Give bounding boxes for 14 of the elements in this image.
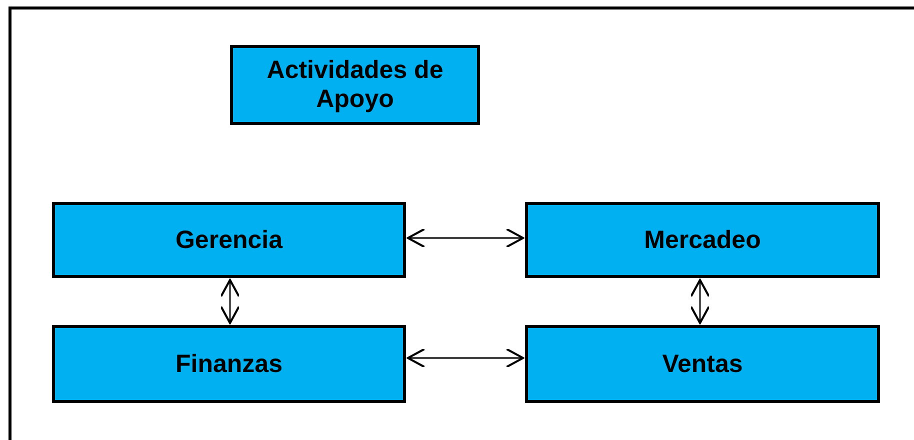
box-label: Ventas	[662, 350, 743, 378]
double-arrow	[406, 348, 524, 368]
process-box	[52, 325, 406, 403]
box-label: Gerencia	[175, 226, 282, 254]
double-arrow	[690, 278, 710, 324]
box-label: Finanzas	[176, 350, 282, 378]
box-label: Actividades de Apoyo	[266, 56, 444, 114]
double-arrow	[406, 228, 524, 248]
process-box	[525, 325, 880, 403]
process-box	[525, 202, 880, 278]
process-box	[52, 202, 406, 278]
double-arrow	[220, 278, 240, 324]
box-label: Mercadeo	[644, 226, 761, 254]
process-box	[230, 45, 480, 125]
